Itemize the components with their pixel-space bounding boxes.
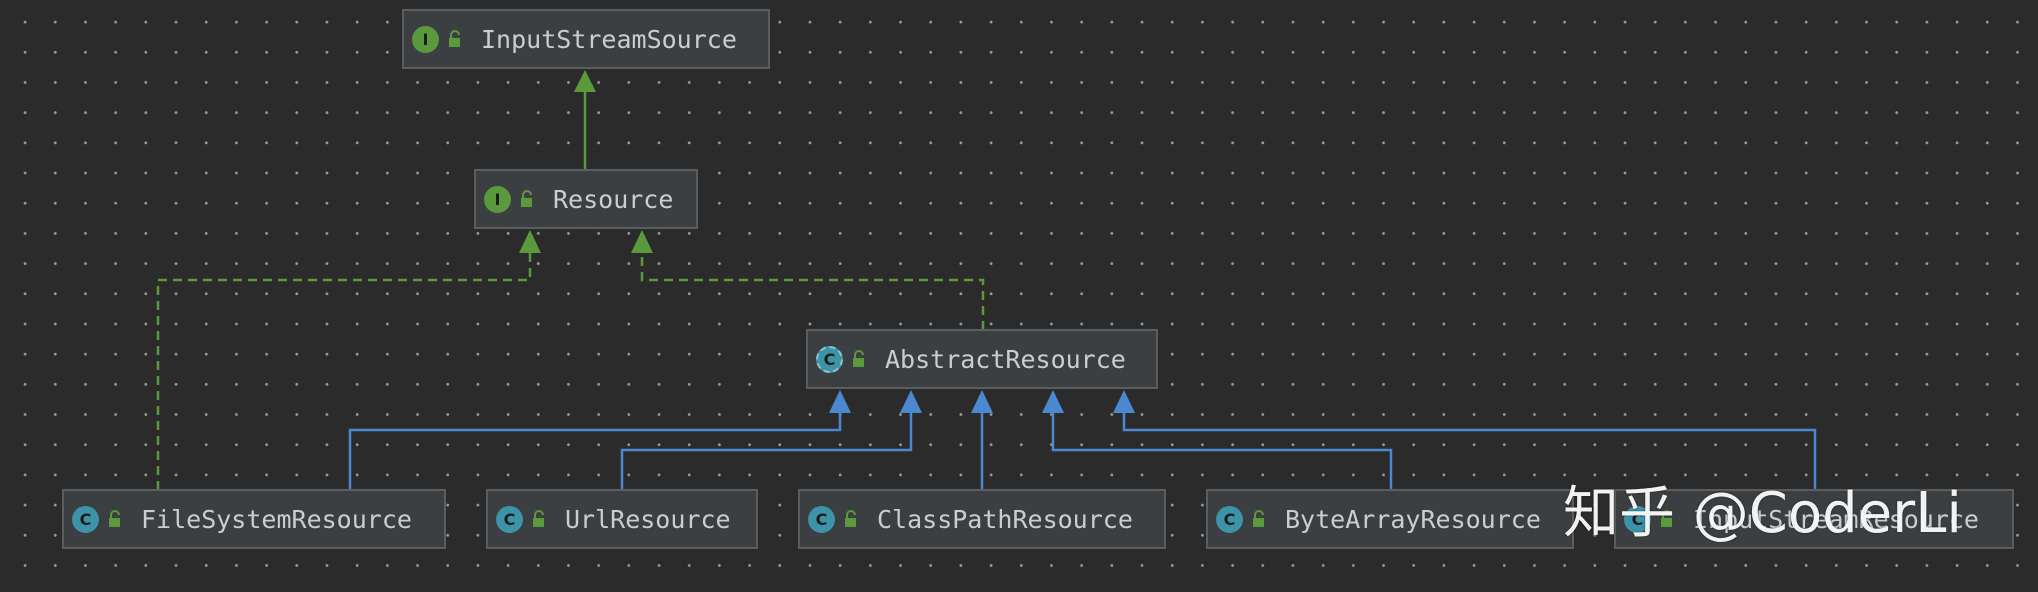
arrowhead-abstractresource-1 bbox=[829, 390, 851, 413]
arrowhead-abstractresource-4 bbox=[1042, 390, 1064, 413]
arrowhead-abstractresource-3 bbox=[971, 390, 993, 413]
edge-bytearrayresource-extends-abstractresource bbox=[1051, 412, 1393, 490]
node-filesystemresource[interactable]: C FileSystemResource bbox=[62, 489, 446, 549]
node-classpathresource[interactable]: C ClassPathResource bbox=[798, 489, 1166, 549]
node-urlresource[interactable]: C UrlResource bbox=[486, 489, 758, 549]
edge-urlresource-extends-abstractresource bbox=[620, 412, 913, 490]
watermark: 知乎 @CoderLi bbox=[1563, 481, 1962, 546]
arrowhead-abstractresource-2 bbox=[900, 390, 922, 413]
class-icon: C bbox=[72, 505, 99, 533]
node-resource[interactable]: I Resource bbox=[474, 169, 698, 229]
node-label: UrlResource bbox=[565, 504, 731, 534]
unlock-icon bbox=[851, 350, 869, 368]
interface-icon: I bbox=[484, 185, 511, 213]
class-icon: C bbox=[1624, 505, 1651, 533]
unlock-icon bbox=[519, 190, 537, 208]
arrowhead-resource-right bbox=[631, 230, 653, 253]
node-label: InputStreamSource bbox=[481, 24, 737, 54]
unlock-icon bbox=[1251, 510, 1269, 528]
edge-filesystemresource-implements-resource bbox=[156, 252, 532, 490]
node-label: ClassPathResource bbox=[877, 504, 1133, 534]
node-label: InputStreamResource bbox=[1693, 504, 1979, 534]
unlock-icon bbox=[447, 30, 465, 48]
arrowhead-resource-left bbox=[519, 230, 541, 253]
arrowhead-inputstreamsource bbox=[574, 70, 596, 92]
arrowhead-abstractresource-5 bbox=[1113, 390, 1135, 413]
node-label: Resource bbox=[553, 184, 674, 214]
unlock-icon bbox=[843, 510, 861, 528]
edge-abstractresource-implements-resource bbox=[640, 252, 985, 330]
node-inputstreamsource[interactable]: I InputStreamSource bbox=[402, 9, 770, 69]
node-abstractresource[interactable]: C AbstractResource bbox=[806, 329, 1158, 389]
node-inputstreamresource[interactable]: C InputStreamResource bbox=[1614, 489, 2014, 549]
class-icon: C bbox=[1216, 505, 1243, 533]
unlock-icon bbox=[107, 510, 125, 528]
node-label: FileSystemResource bbox=[141, 504, 412, 534]
unlock-icon bbox=[531, 510, 549, 528]
class-icon: C bbox=[496, 505, 523, 533]
edge-inputstreamresource-extends-abstractresource bbox=[1122, 412, 1817, 490]
abstract-class-icon: C bbox=[816, 345, 843, 373]
node-label: ByteArrayResource bbox=[1285, 504, 1541, 534]
unlock-icon bbox=[1659, 510, 1677, 528]
class-icon: C bbox=[808, 505, 835, 533]
node-bytearrayresource[interactable]: C ByteArrayResource bbox=[1206, 489, 1574, 549]
edge-filesystemresource-extends-abstractresource bbox=[348, 412, 842, 490]
node-label: AbstractResource bbox=[885, 344, 1126, 374]
interface-icon: I bbox=[412, 25, 439, 53]
